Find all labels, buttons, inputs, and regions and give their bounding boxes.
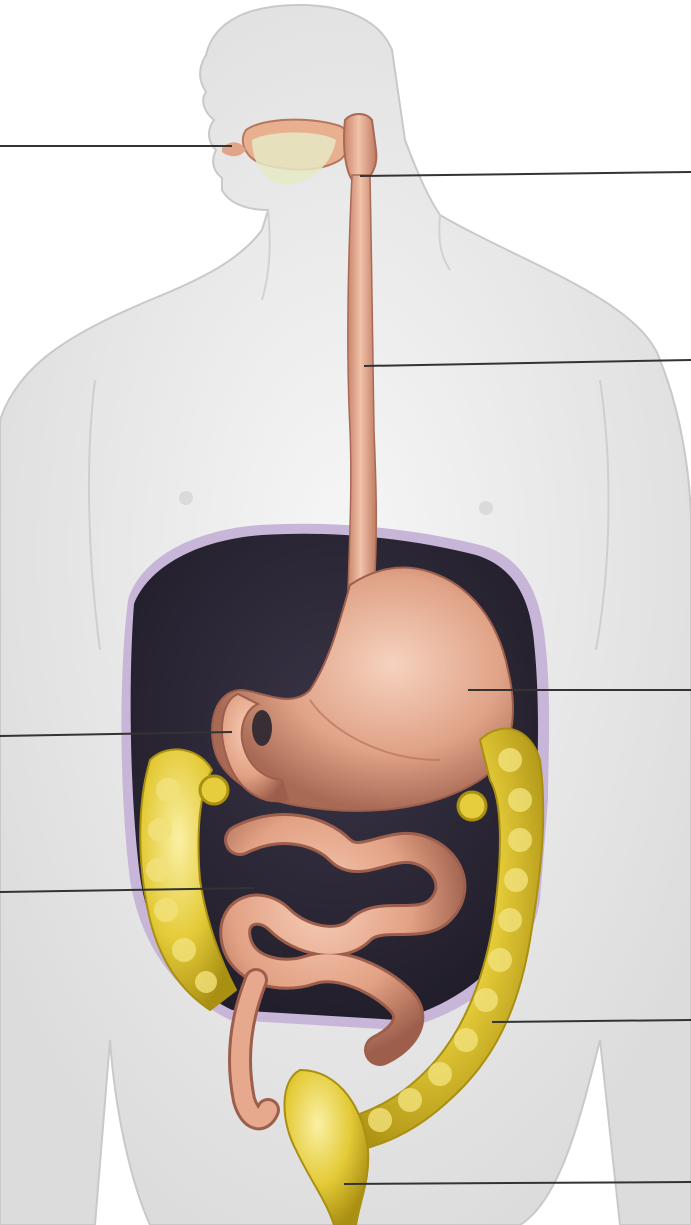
ascending-colon-end xyxy=(200,776,228,804)
nipple-right xyxy=(179,491,193,505)
pharynx xyxy=(344,114,376,180)
transverse-colon-end xyxy=(458,792,486,820)
pylorus-opening xyxy=(252,710,272,746)
nipple-left xyxy=(479,501,493,515)
